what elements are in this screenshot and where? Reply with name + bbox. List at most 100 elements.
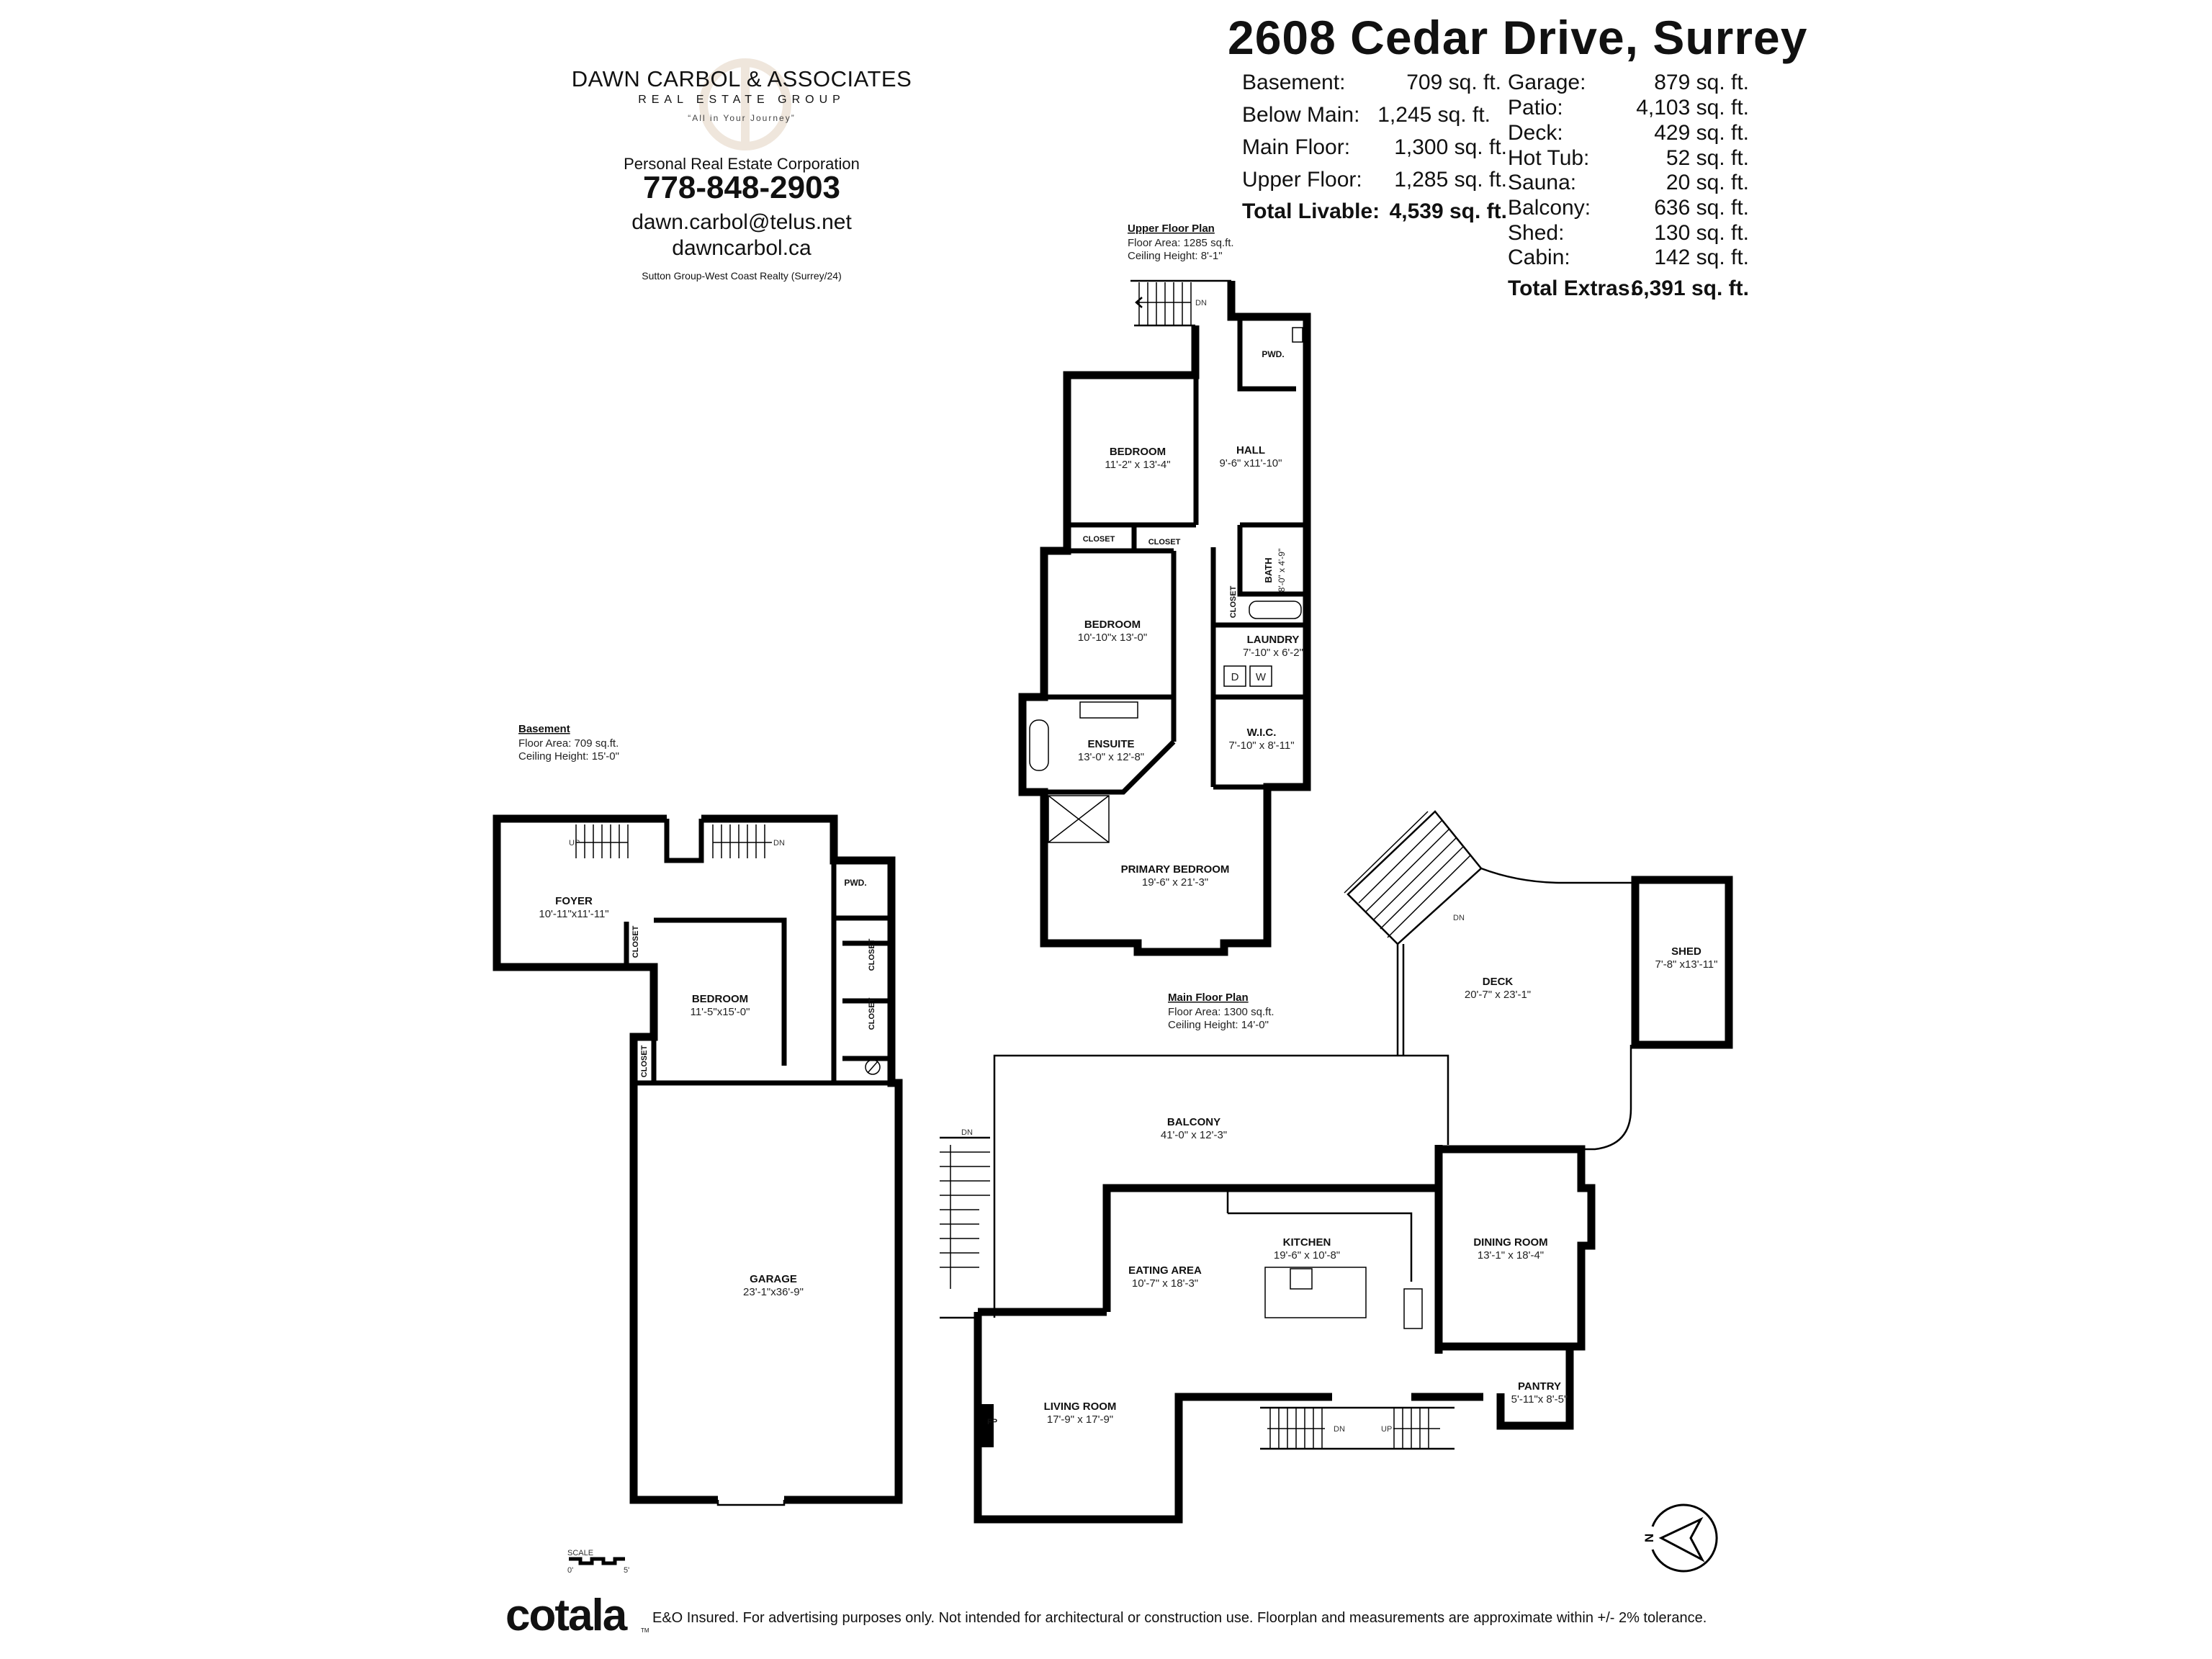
stat-label: Total Livable: [1242,199,1380,223]
stat-value: 4,103 sq. ft. [1636,96,1749,120]
stat-value: 20 sq. ft. [1665,171,1749,194]
dn-label: DN [961,1128,973,1137]
room-name: CLOSET [640,1045,649,1077]
stat-value: 6,391 sq. ft. [1631,276,1749,300]
stat-label: Upper Floor: [1242,168,1362,192]
main-floor-plan: Main Floor Plan Floor Area: 1300 sq.ft. … [940,810,1733,1524]
room-dims: 10'-10"x 13'-0" [1078,631,1147,644]
upper-exterior-wall [1018,281,1311,956]
washer-label: W [1256,671,1267,683]
upper-floor-plan: Upper Floor Plan Floor Area: 1285 sq.ft.… [1018,222,1311,956]
room-name: LAUNDRY [1247,634,1300,646]
room-name: PANTRY [1518,1380,1561,1393]
stat-label: Hot Tub: [1508,146,1590,170]
company-group: REAL ESTATE GROUP [638,94,845,106]
north-compass-icon: N [1642,1503,1718,1573]
room-dims: 19'-6" x 10'-8" [1274,1249,1340,1262]
stat-value: 142 sq. ft. [1654,246,1749,269]
room-dims: 10'-7" x 18'-3" [1132,1277,1198,1290]
room-name: CLOSET [1083,535,1115,544]
up-label: UP [1381,1425,1392,1434]
stat-label: Main Floor: [1242,135,1351,159]
room-name: BATH [1263,557,1274,583]
stat-label: Deck: [1508,121,1563,145]
room-name: PRIMARY BEDROOM [1121,863,1230,876]
room-dims: 7'-10" x 6'-2" [1243,647,1303,659]
stat-value: 636 sq. ft. [1654,196,1749,220]
up-label: UP [569,839,580,848]
stat-value: 709 sq. ft. [1406,71,1501,94]
main-left-stairs: DN [940,1128,990,1319]
room-dims: 8'-0" x 4'-9" [1277,549,1287,592]
stat-label: Shed: [1508,221,1565,245]
room-dims: 5'-11"x 8'-5" [1511,1393,1568,1406]
room-name: ENSUITE [1087,738,1134,750]
stat-label: Patio: [1508,96,1563,120]
basement-plan-area: Floor Area: 709 sq.ft. [518,737,619,750]
compass-north-label: N [1642,1534,1656,1542]
brokerage-name: Sutton Group-West Coast Realty (Surrey/2… [642,270,842,282]
room-name: SHED [1671,945,1701,958]
upper-plan-area: Floor Area: 1285 sq.ft. [1128,237,1234,249]
room-name: DECK [1483,976,1514,988]
main-plan-area: Floor Area: 1300 sq.ft. [1168,1006,1274,1018]
stat-value: 1,300 sq. ft. [1394,135,1507,159]
room-name: HALL [1236,444,1265,457]
agent-phone[interactable]: 778-848-2903 [642,170,841,205]
stat-label: Garage: [1508,71,1586,94]
scale-label: SCALE [567,1549,593,1557]
stat-label: Cabin: [1508,246,1570,269]
dn-label: DN [1195,299,1207,307]
room-dims: 10'-11"x11'-11" [539,908,608,920]
stat-value: 52 sq. ft. [1665,146,1749,170]
room-name: CLOSET [1148,538,1181,547]
stat-label: Balcony: [1508,196,1591,220]
room-name: PWD. [844,878,866,888]
fireplace-icon [981,1404,994,1447]
room-name: BEDROOM [692,993,748,1005]
scale-bar: SCALE 0' 5' [567,1549,629,1575]
deck-outline: DN [1344,810,1635,1151]
upper-stairs: DN [1130,279,1231,327]
room-name: CLOSET [1229,585,1238,618]
scale-start: 0' [567,1566,573,1575]
room-dims: 17'-9" x 17'-9" [1047,1413,1113,1426]
stat-label: Total Extras: [1508,276,1637,300]
basement-plan: Basement Floor Area: 709 sq.ft. Ceiling … [493,723,903,1506]
room-dims: 7'-8" x13'-11" [1655,958,1718,971]
room-name: BALCONY [1167,1116,1220,1128]
room-dims: 11'-2" x 13'-4" [1105,459,1170,471]
room-dims: 11'-5"x15'-0" [691,1006,750,1018]
room-name: DINING ROOM [1473,1236,1547,1249]
agent-website[interactable]: dawncarbol.ca [672,236,811,260]
logo-watermark-icon [699,58,791,150]
room-dims: 23'-1"x36'-9" [743,1286,804,1298]
room-name: BEDROOM [1084,619,1141,631]
room-name: GARAGE [750,1273,797,1285]
cotala-logo: cotala [505,1591,627,1640]
stat-value: 1,285 sq. ft. [1394,168,1507,192]
room-name: LIVING ROOM [1044,1401,1117,1413]
room-name: W.I.C. [1247,727,1277,739]
basement-plan-ceiling: Ceiling Height: 15'-0" [518,750,619,763]
basement-plan-title: Basement [518,723,570,735]
property-address-title: 2608 Cedar Drive, Surrey [1228,11,1808,64]
room-dims: 41'-0" x 12'-3" [1161,1129,1227,1141]
upper-plan-ceiling: Ceiling Height: 8'-1" [1128,250,1223,262]
main-exterior-wall [974,1145,1596,1524]
basement-interior-walls [624,819,891,1086]
agent-email[interactable]: dawn.carbol@telus.net [631,210,852,234]
main-lower-stairs: DN UP [1260,1406,1455,1450]
stat-label: Below Main: [1242,103,1360,127]
room-name: CLOSET [631,925,640,958]
stat-value: 130 sq. ft. [1654,221,1749,245]
room-dims: 7'-10" x 8'-11" [1228,739,1294,752]
room-dims: 9'-6" x11'-10" [1220,457,1282,469]
stat-value: 1,245 sq. ft. [1377,103,1491,127]
room-dims: 20'-7" x 23'-1" [1465,989,1531,1001]
main-plan-title: Main Floor Plan [1168,992,1249,1004]
room-dims: 19'-6" x 21'-3" [1142,876,1208,889]
shed-walls [1631,876,1733,1049]
dn-label: DN [773,839,785,848]
